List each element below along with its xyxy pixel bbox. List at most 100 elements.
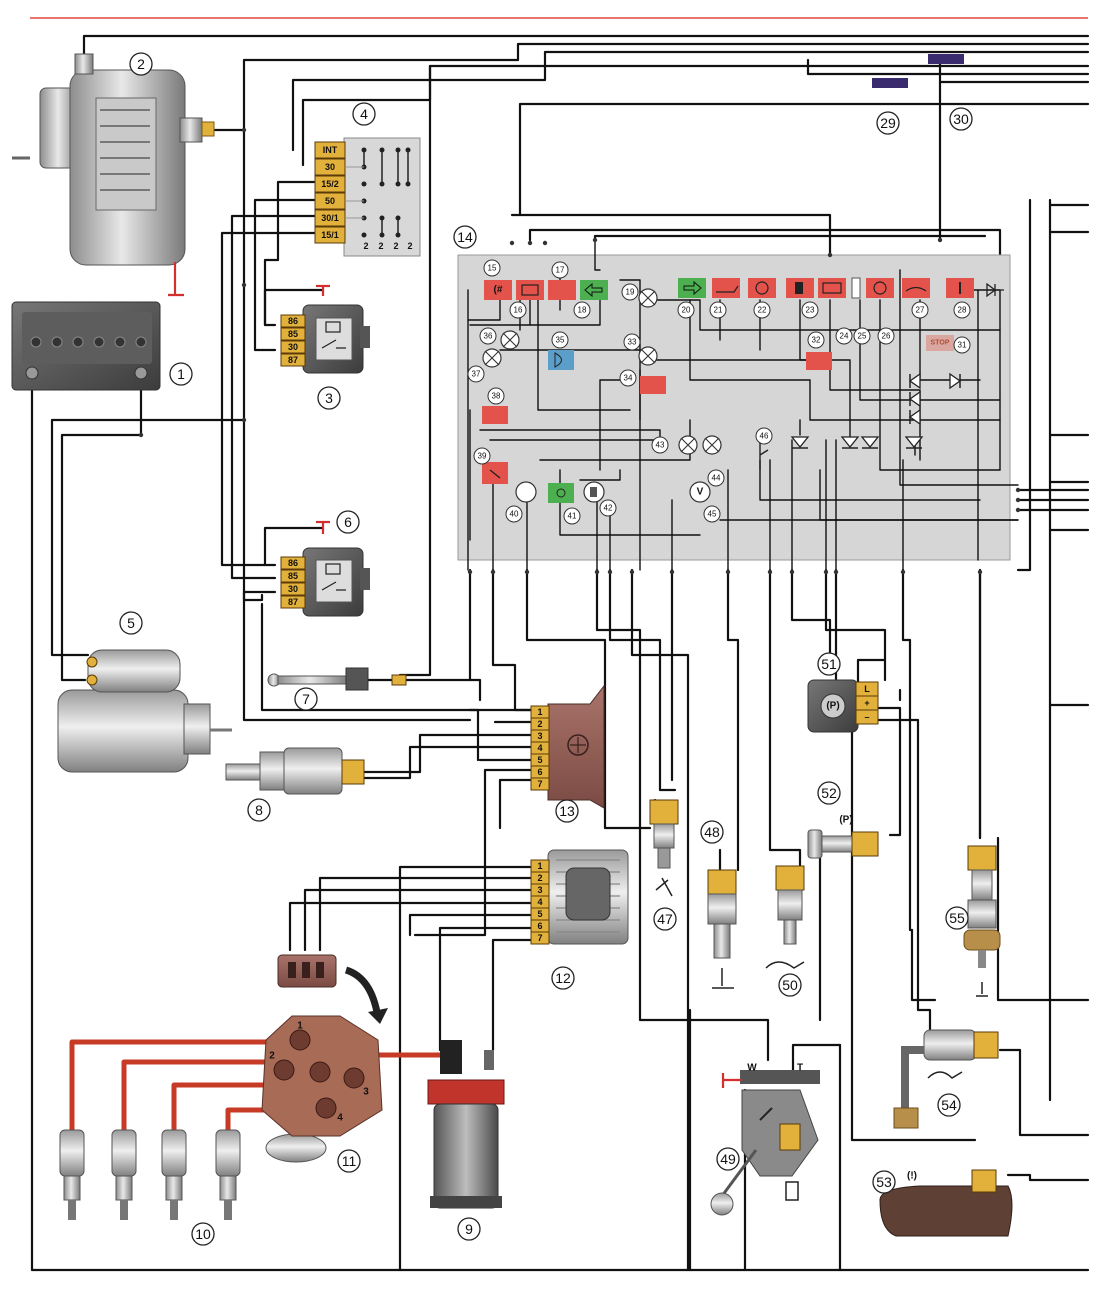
svg-text:27: 27 <box>916 306 925 315</box>
svg-text:51: 51 <box>821 656 837 672</box>
svg-text:20: 20 <box>682 306 691 315</box>
callout-34: 34 <box>619 369 637 387</box>
svg-text:2: 2 <box>137 56 145 72</box>
svg-text:31: 31 <box>958 341 967 350</box>
callout-32: 32 <box>807 331 825 349</box>
callout-37: 37 <box>467 365 485 383</box>
svg-text:32: 32 <box>812 336 821 345</box>
callout-35: 35 <box>551 331 569 349</box>
relay51-plus: + <box>864 698 869 708</box>
ign-terminal-int: INT <box>323 145 338 155</box>
fuse-29 <box>872 78 908 88</box>
gauge-voltmeter <box>689 481 711 503</box>
callout-13: 13 <box>555 799 579 823</box>
svg-text:41: 41 <box>568 512 577 521</box>
svg-text:18: 18 <box>578 306 587 315</box>
callout-7: 7 <box>294 687 318 711</box>
battery <box>11 301 161 391</box>
svg-text:6: 6 <box>344 514 352 530</box>
svg-text:28: 28 <box>958 306 967 315</box>
svg-text:52: 52 <box>821 785 837 801</box>
svg-text:23: 23 <box>806 306 815 315</box>
fuel-sender-t: T <box>797 1063 803 1074</box>
cu13-pin-6: 6 <box>537 767 542 777</box>
lamp-39 <box>482 462 508 484</box>
lamp-turn-left <box>580 280 608 300</box>
callout-15: 15 <box>483 259 501 277</box>
relay-6: 86 85 30 87 <box>280 520 370 617</box>
starter-motor <box>57 649 232 773</box>
callout-22: 22 <box>753 301 771 319</box>
ign-position-4: 2 <box>407 241 412 251</box>
ign-position-3: 2 <box>393 241 398 251</box>
lamp-oil <box>712 278 740 298</box>
relay6-pin-85: 85 <box>288 571 298 581</box>
svg-text:36: 36 <box>484 332 493 341</box>
callout-53: 53 <box>872 1170 896 1194</box>
lamp-34 <box>640 376 666 394</box>
spark-plugs <box>59 1129 241 1220</box>
callout-8: 8 <box>247 798 271 822</box>
svg-text:17: 17 <box>556 266 565 275</box>
callout-48: 48 <box>700 820 724 844</box>
relay6-pin-87: 87 <box>288 597 298 607</box>
sensor53-symbol: (!) <box>907 1171 917 1182</box>
dist-cap-2: 2 <box>269 1051 275 1062</box>
svg-text:44: 44 <box>712 474 721 483</box>
sensor-8 <box>225 747 365 795</box>
callout-21: 21 <box>709 301 727 319</box>
svg-text:46: 46 <box>760 432 769 441</box>
dist-cap-3: 3 <box>363 1087 369 1098</box>
svg-text:29: 29 <box>880 115 896 131</box>
brake-fluid-sensor-53: (!) <box>879 1169 1013 1237</box>
callout-45: 45 <box>703 505 721 523</box>
svg-text:38: 38 <box>492 392 501 401</box>
ign-terminal-15-1: 15/1 <box>321 230 339 240</box>
su12-pin-2: 2 <box>537 873 542 883</box>
cu13-pin-5: 5 <box>537 755 542 765</box>
lamp-brake <box>748 278 776 298</box>
callout-36: 36 <box>479 327 497 345</box>
sensor-48 <box>707 869 737 989</box>
gauge-temp <box>515 481 537 503</box>
high-voltage-leads <box>69 1039 451 1135</box>
svg-text:12: 12 <box>555 970 571 986</box>
sensor-50 <box>765 865 805 969</box>
sensor-47 <box>649 799 679 897</box>
callout-25: 25 <box>853 327 871 345</box>
relay51-L: L <box>864 684 870 694</box>
svg-text:40: 40 <box>510 510 519 519</box>
svg-text:15: 15 <box>488 264 497 273</box>
relay51-minus: – <box>864 712 869 722</box>
relay3-pin-86: 86 <box>288 316 298 326</box>
relay6-pin-30: 30 <box>288 584 298 594</box>
callout-40: 40 <box>505 505 523 523</box>
callout-46: 46 <box>755 427 773 445</box>
switch-unit-12: 1 2 3 4 5 6 7 <box>530 849 629 945</box>
svg-text:3: 3 <box>325 390 333 406</box>
svg-text:14: 14 <box>457 229 473 245</box>
cu13-pin-2: 2 <box>537 719 542 729</box>
svg-text:30: 30 <box>953 111 969 127</box>
callout-6: 6 <box>336 510 360 534</box>
temp-sensor-55 <box>963 845 1001 997</box>
callout-28: 28 <box>953 301 971 319</box>
su12-pin-7: 7 <box>537 933 542 943</box>
callout-29: 29 <box>876 111 900 135</box>
ign-terminal-30: 30 <box>325 162 335 172</box>
ignition-coil <box>427 1040 505 1209</box>
relay3-pin-30: 30 <box>288 342 298 352</box>
svg-text:53: 53 <box>876 1174 892 1190</box>
callout-33: 33 <box>623 333 641 351</box>
oil-sensor-54 <box>893 1029 999 1129</box>
svg-text:42: 42 <box>604 504 613 513</box>
callout-1: 1 <box>169 362 193 386</box>
svg-text:45: 45 <box>708 510 717 519</box>
component-callouts: 1 2 3 4 5 6 7 8 9 10 11 12 13 14 29 30 4… <box>119 52 973 1246</box>
svg-text:9: 9 <box>465 1221 473 1237</box>
control-unit-13: 1 2 3 4 5 6 7 <box>530 684 605 809</box>
svg-text:5: 5 <box>127 615 135 631</box>
svg-text:37: 37 <box>472 370 481 379</box>
callout-50: 50 <box>778 973 802 997</box>
